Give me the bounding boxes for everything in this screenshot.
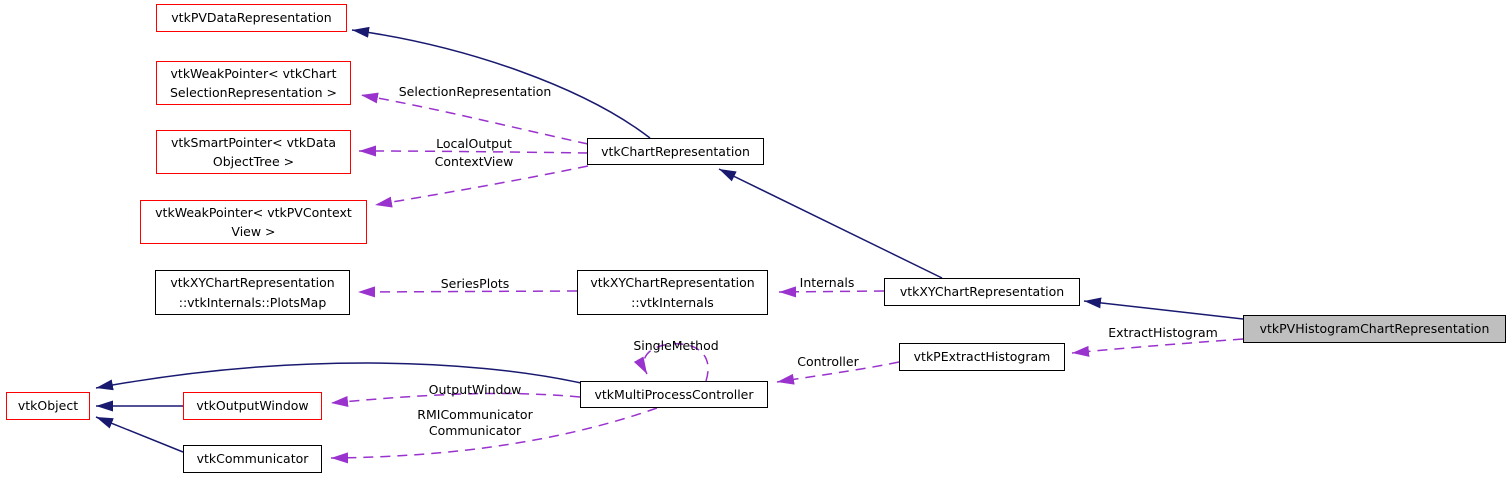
edge-inherit-xychart-to-chart <box>718 168 943 279</box>
edge-use-internals <box>778 286 885 298</box>
node-vtkinternals-plotsmap[interactable]: vtkXYChartRepresentation ::vtkInternals:… <box>155 270 350 315</box>
node-vtkchartrepresentation[interactable]: vtkChartRepresentation <box>587 138 764 165</box>
node-vtkcommunicator[interactable]: vtkCommunicator <box>183 445 322 473</box>
edge-label-output-window: OutputWindow <box>428 381 522 397</box>
edge-label-selection-representation: SelectionRepresentation <box>398 83 552 99</box>
edge-use-context-view <box>374 165 589 208</box>
edge-inherit-mpc-to-object <box>95 362 582 391</box>
edge-label-local-output: LocalOutput <box>436 135 512 151</box>
edge-inherit-chart-to-pvdata <box>351 26 651 139</box>
edge-inherit-pvhist-to-xychart <box>1083 297 1244 320</box>
node-vtkxychartrepresentation-vtkinternals[interactable]: vtkXYChartRepresentation ::vtkInternals <box>577 270 768 315</box>
node-vtkxychartrepresentation[interactable]: vtkXYChartRepresentation <box>884 278 1080 306</box>
node-vtkmultiprocesscontroller[interactable]: vtkMultiProcessController <box>580 381 768 408</box>
edge-label-series-plots: SeriesPlots <box>440 275 510 291</box>
node-vtkpextracthistogram[interactable]: vtkPExtractHistogram <box>899 343 1065 371</box>
edge-label-controller: Controller <box>797 353 859 369</box>
node-vtkoutputwindow[interactable]: vtkOutputWindow <box>183 392 322 420</box>
edge-label-rmi-communicator: RMICommunicator Communicator <box>417 406 533 438</box>
edge-label-internals: Internals <box>799 274 855 290</box>
edge-label-extract-histogram: ExtractHistogram <box>1108 324 1218 340</box>
edge-use-output-window <box>330 392 581 407</box>
edge-use-single-method-loop <box>633 343 709 382</box>
node-vtkobject[interactable]: vtkObject <box>6 392 90 420</box>
edge-label-single-method: SingleMethod <box>633 337 719 353</box>
node-vtkweakpointer-chartselection[interactable]: vtkWeakPointer< vtkChart SelectionRepres… <box>156 61 351 105</box>
edge-use-series-plots <box>357 286 578 298</box>
node-vtkweakpointer-pvcontextview[interactable]: vtkWeakPointer< vtkPVContext View > <box>140 200 367 244</box>
edge-inherit-communicator-to-object <box>95 416 184 453</box>
edge-label-context-view: ContextView <box>434 153 514 169</box>
node-vtksmartpointer-dataobjecttree[interactable]: vtkSmartPointer< vtkData ObjectTree > <box>156 130 351 174</box>
edge-use-rmi-communicator <box>330 407 658 464</box>
node-vtkpvhistogramchartrepresentation: vtkPVHistogramChartRepresentation <box>1243 315 1506 343</box>
edge-use-extract-histogram <box>1071 338 1244 357</box>
node-vtkpvdatarepresentation[interactable]: vtkPVDataRepresentation <box>156 4 347 32</box>
edge-use-controller <box>776 361 900 385</box>
